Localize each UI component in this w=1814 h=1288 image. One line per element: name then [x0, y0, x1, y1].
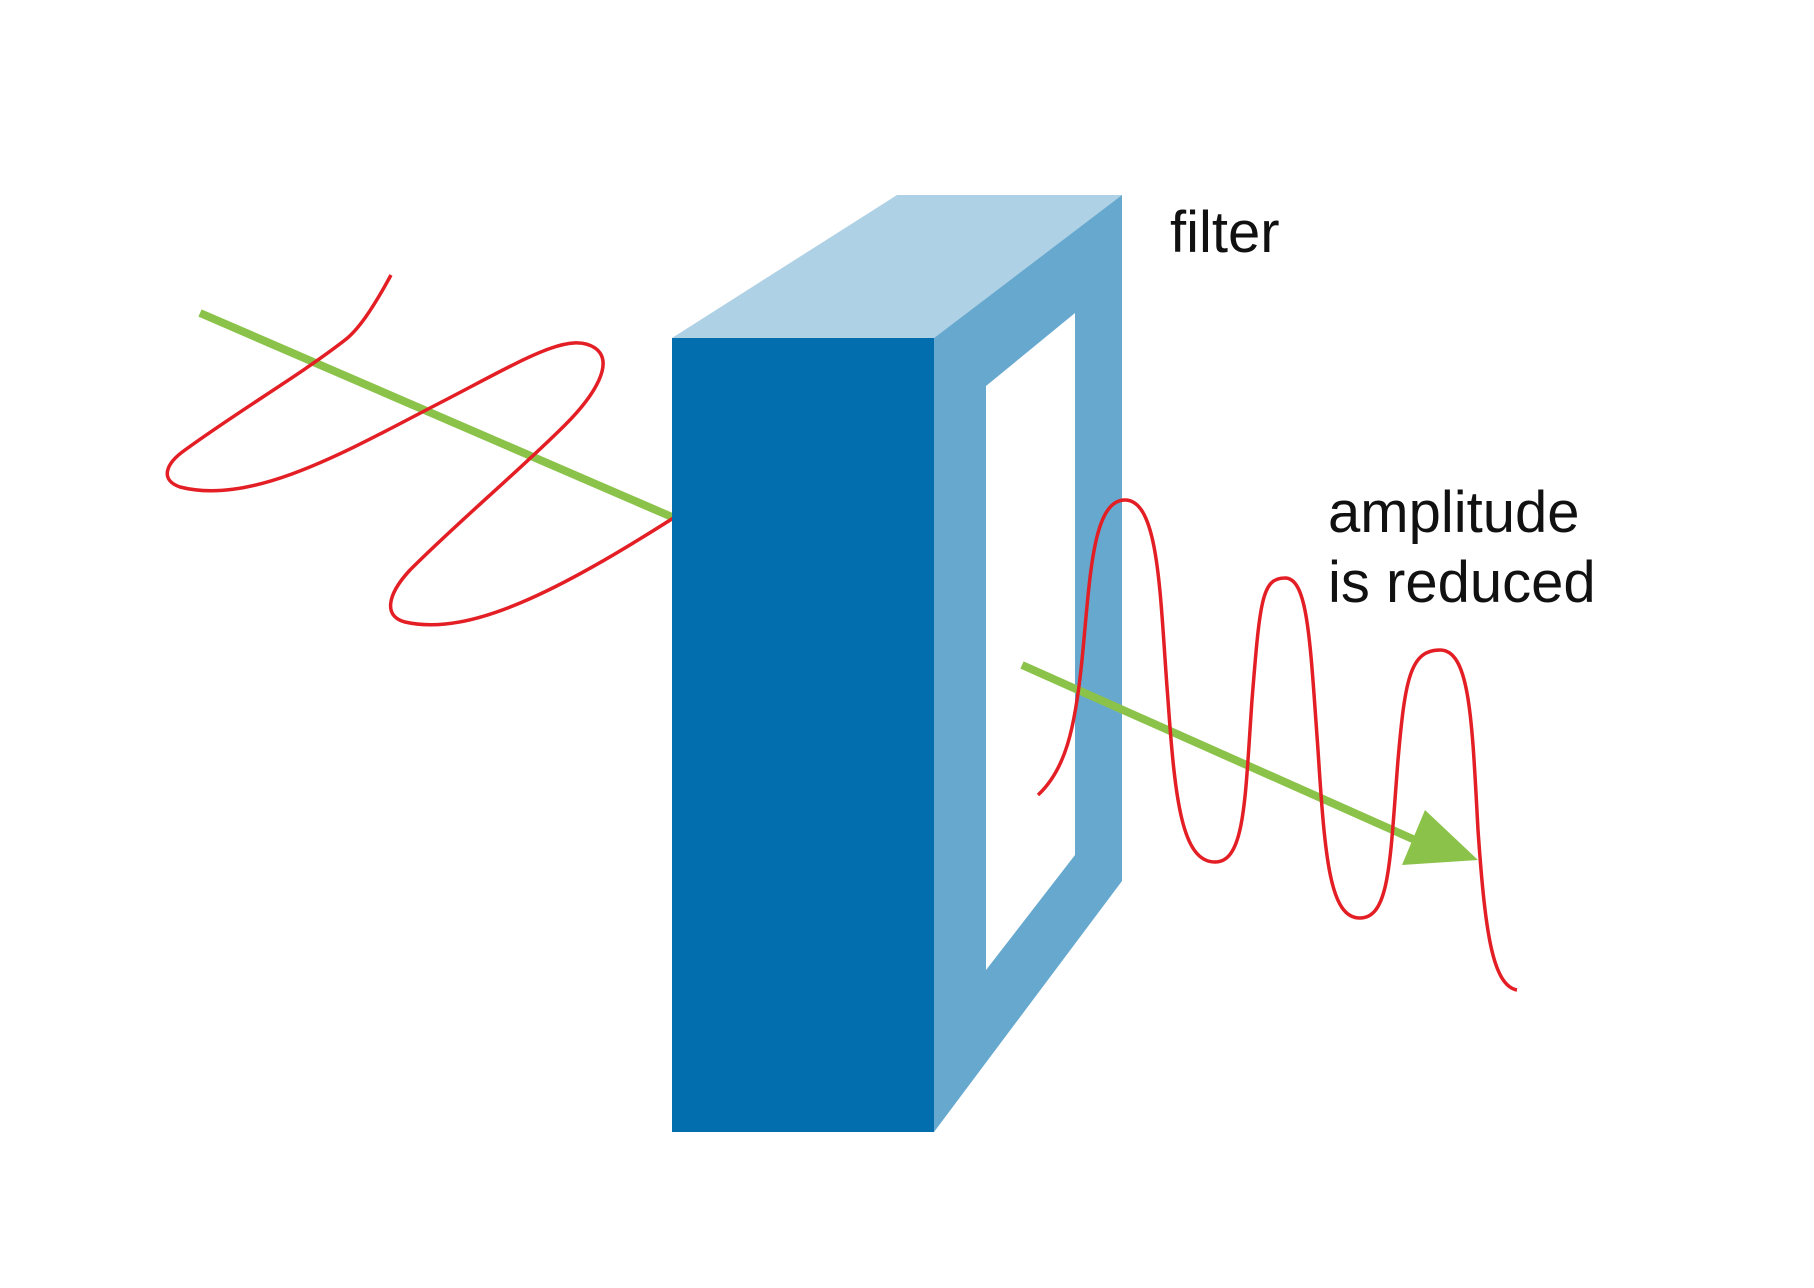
filter-label: filter [1170, 200, 1280, 265]
filter-side-frame [934, 195, 1122, 1132]
filter-block [672, 195, 1122, 1132]
outgoing-wave [1036, 498, 1518, 992]
incoming-ray [198, 309, 674, 521]
amplitude-label-line1: amplitude [1328, 480, 1580, 545]
incoming-wave [165, 274, 676, 627]
ray-arrowhead [1402, 810, 1478, 865]
filter-top-face [672, 195, 1122, 338]
filter-front-face [672, 338, 934, 1132]
outgoing-ray [1020, 661, 1417, 844]
amplitude-label-line2: is reduced [1328, 550, 1596, 615]
